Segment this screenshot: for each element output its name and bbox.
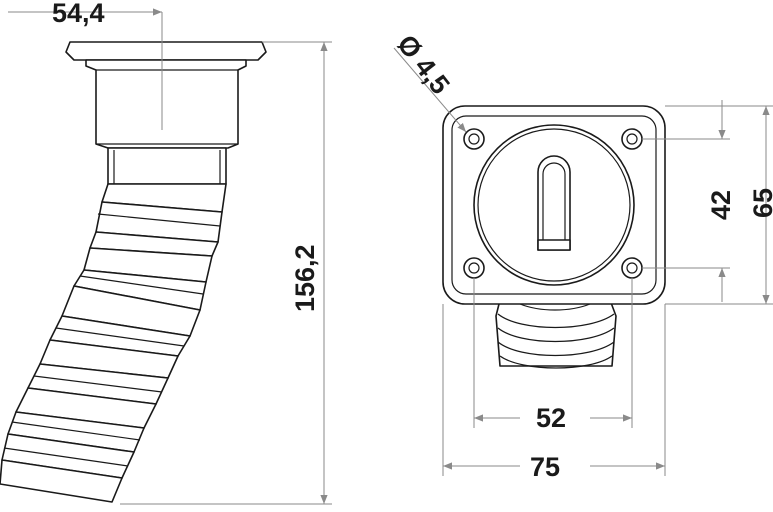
front-view: Ø 4,5 42 65 52 75 xyxy=(391,29,773,482)
dim-plate-height: 65 xyxy=(748,188,773,218)
screw-hole-tr xyxy=(621,128,643,150)
screw-hole-tl xyxy=(463,128,485,150)
dim-plate-width: 75 xyxy=(530,452,560,482)
handle-slot xyxy=(537,155,571,251)
dim-hole-spacing-vertical: 42 xyxy=(706,190,736,220)
spigot xyxy=(107,147,227,185)
dim-total-height: 156,2 xyxy=(290,244,320,312)
top-flange xyxy=(65,41,267,61)
side-view: 54,4 156,2 xyxy=(0,0,332,505)
dim-hole-spacing-horizontal: 52 xyxy=(536,403,566,433)
corrugated-hose xyxy=(0,183,227,503)
hose-rear xyxy=(495,299,617,369)
dim-top-width: 54,4 xyxy=(52,0,105,28)
screw-hole-bl xyxy=(463,257,485,279)
neck xyxy=(85,59,247,149)
screw-hole-br xyxy=(621,257,643,279)
dim-hole-diameter: Ø 4,5 xyxy=(391,29,455,100)
